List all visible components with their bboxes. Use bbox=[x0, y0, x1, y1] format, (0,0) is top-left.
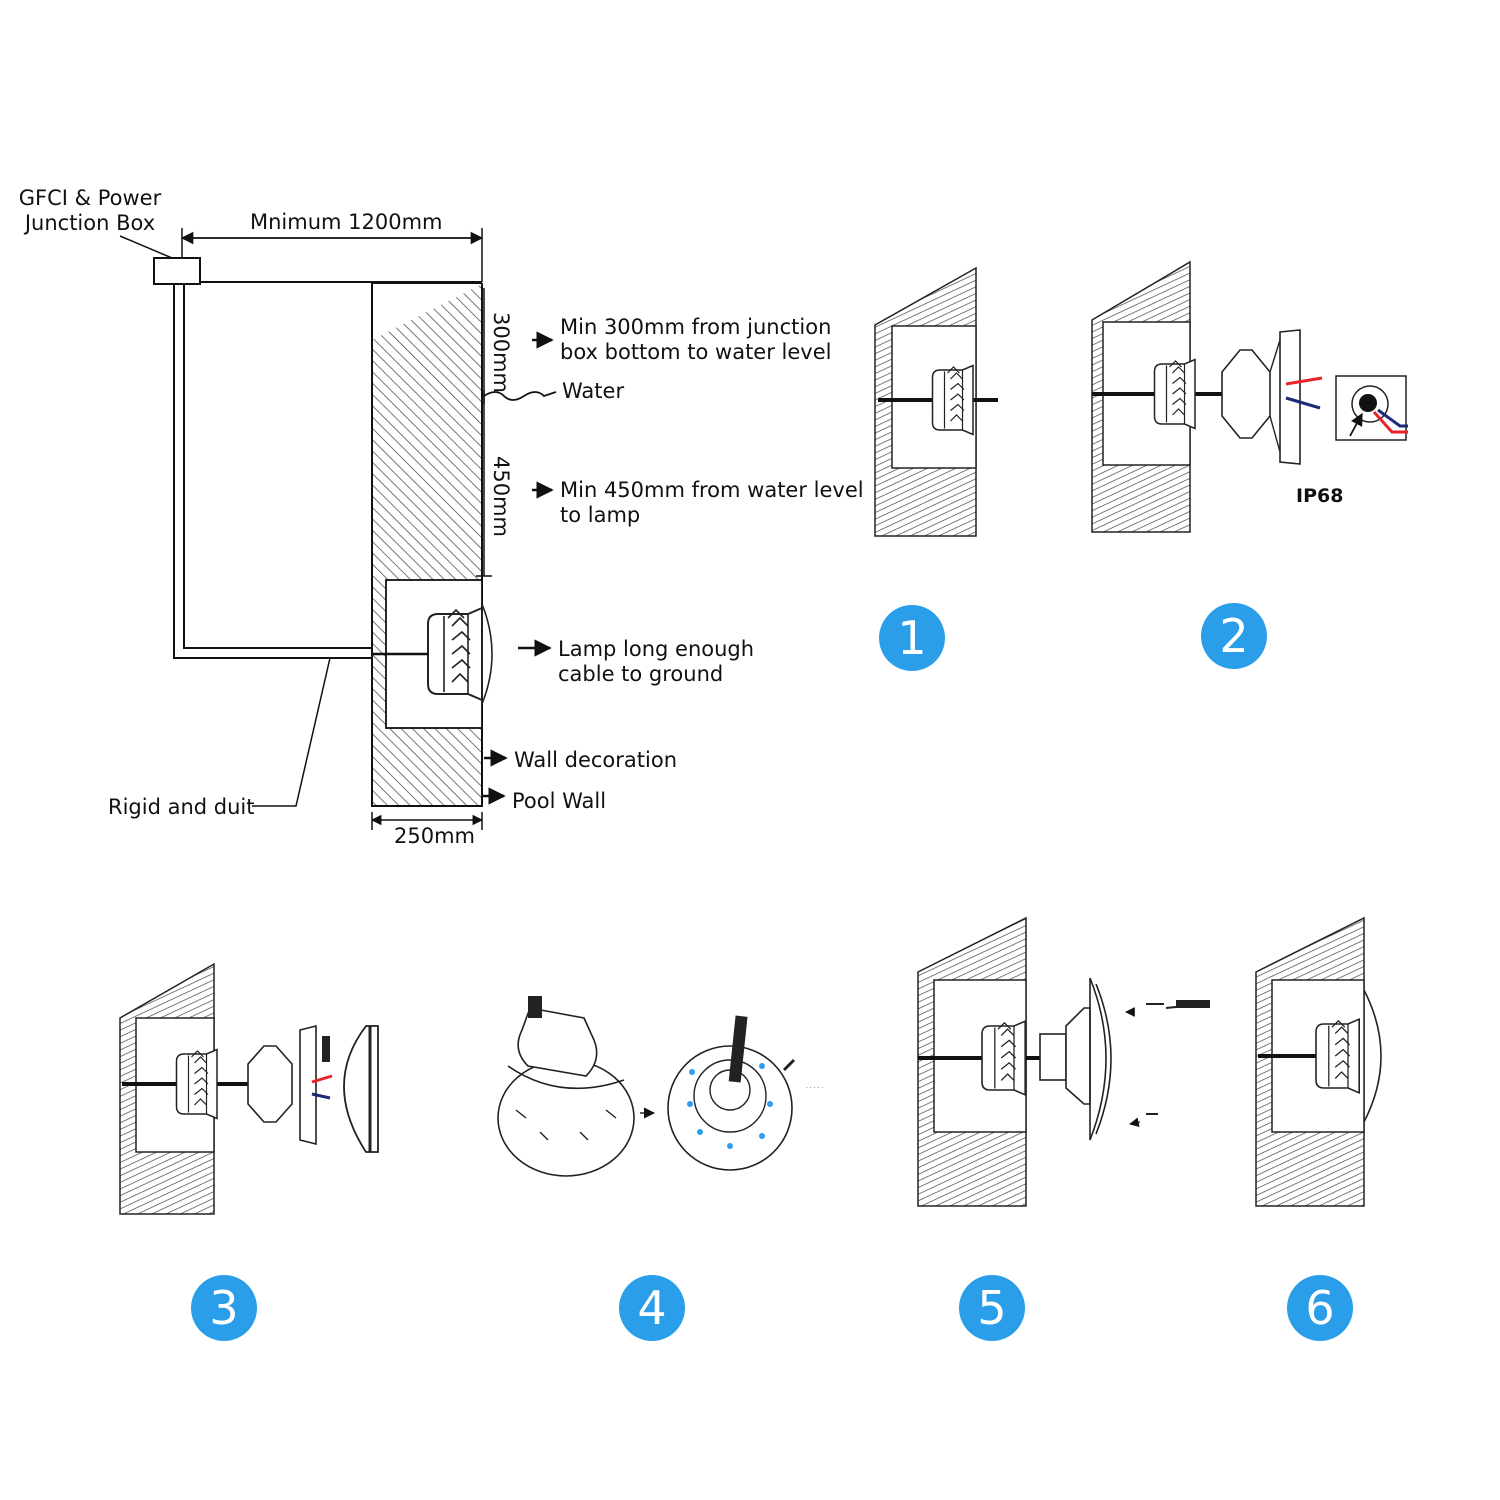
note-450-line-1: Min 450mm from water level bbox=[560, 478, 864, 502]
conduit-label: Rigid and duit bbox=[108, 795, 255, 819]
junction-box-label-1: GFCI & Power bbox=[19, 186, 162, 210]
water-label: Water bbox=[562, 379, 624, 403]
step-badges: 1 2 3 4 5 6 bbox=[191, 603, 1353, 1341]
step-3-illustration bbox=[119, 962, 379, 1215]
svg-text:6: 6 bbox=[1305, 1281, 1334, 1335]
conduit-pipe bbox=[173, 284, 372, 659]
step-badge-4: 4 bbox=[619, 1275, 685, 1341]
svg-text:1: 1 bbox=[897, 611, 926, 665]
ip68-label: IP68 bbox=[1296, 485, 1343, 507]
step-badge-3: 3 bbox=[191, 1275, 257, 1341]
pool-wall-label: Pool Wall bbox=[512, 789, 606, 813]
main-lamp bbox=[427, 603, 493, 705]
step-badge-6: 6 bbox=[1287, 1275, 1353, 1341]
step-badge-1: 1 bbox=[879, 605, 945, 671]
step-1-illustration bbox=[874, 266, 998, 537]
step-badge-2: 2 bbox=[1201, 603, 1267, 669]
note-cable-line-2: cable to ground bbox=[558, 662, 723, 686]
note-450-line-2: to lamp bbox=[560, 503, 640, 527]
step-badge-5: 5 bbox=[959, 1275, 1025, 1341]
svg-text:3: 3 bbox=[209, 1281, 238, 1335]
note-300-line-2: box bottom to water level bbox=[560, 340, 831, 364]
note-cable-line-1: Lamp long enough bbox=[558, 637, 754, 661]
dim-450-label: 450mm bbox=[489, 456, 513, 537]
junction-box bbox=[153, 257, 201, 285]
junction-box-label-2: Junction Box bbox=[23, 211, 155, 235]
step-5-illustration bbox=[917, 916, 1210, 1207]
step-6-illustration bbox=[1255, 916, 1382, 1207]
dim-250-label: 250mm bbox=[394, 824, 475, 848]
step-4-fine-print-1: · · · · · bbox=[806, 1085, 823, 1092]
svg-text:5: 5 bbox=[977, 1281, 1006, 1335]
dim-300-label: 300mm bbox=[489, 312, 513, 393]
main-installation-diagram: 300mm 450mm GFCI & Power Junction Box Mn… bbox=[19, 186, 864, 848]
wall-decoration-label: Wall decoration bbox=[514, 748, 677, 772]
min-distance-label: Mnimum 1200mm bbox=[250, 210, 443, 234]
svg-text:4: 4 bbox=[637, 1281, 666, 1335]
note-300-line-1: Min 300mm from junction bbox=[560, 315, 831, 339]
step-4-illustration: · · · · · bbox=[497, 996, 823, 1177]
svg-text:2: 2 bbox=[1219, 609, 1248, 663]
step-2-illustration: IP68 bbox=[1091, 260, 1408, 533]
